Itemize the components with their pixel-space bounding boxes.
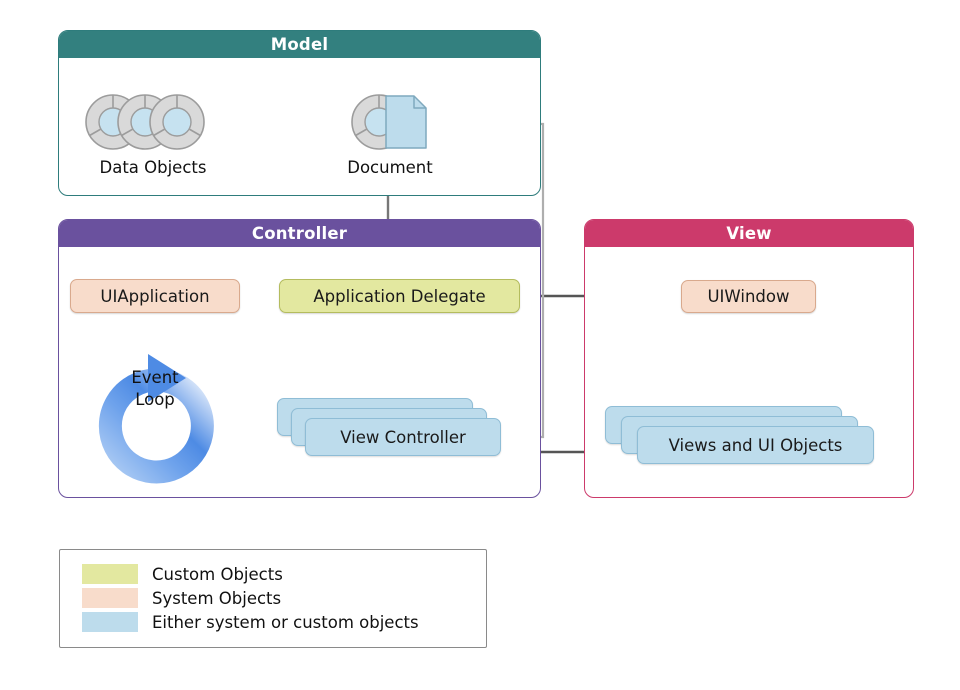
legend-label-system: System Objects — [152, 588, 282, 608]
group-controller: Controller — [58, 219, 541, 498]
legend-swatch-system — [82, 588, 138, 608]
legend-rows: Custom Objects System Objects Either sys… — [60, 550, 486, 634]
legend-item-custom: Custom Objects — [82, 562, 486, 586]
node-application-delegate-label: Application Delegate — [313, 286, 486, 306]
legend-label-custom: Custom Objects — [152, 564, 283, 584]
legend-item-system: System Objects — [82, 586, 486, 610]
node-uiwindow-label: UIWindow — [707, 287, 790, 306]
node-views-and-ui-objects[interactable]: Views and UI Objects — [637, 426, 874, 464]
legend-swatch-custom — [82, 564, 138, 584]
legend-item-either: Either system or custom objects — [82, 610, 486, 634]
label-document: Document — [347, 158, 433, 177]
node-views-and-ui-objects-label: Views and UI Objects — [668, 435, 843, 455]
group-model-title: Model — [59, 31, 540, 58]
legend-label-either: Either system or custom objects — [152, 612, 419, 632]
legend-swatch-either — [82, 612, 138, 632]
node-view-controller-stack[interactable]: View Controller — [277, 398, 520, 456]
node-uiapplication-label: UIApplication — [100, 286, 210, 306]
label-event-loop-line1: Event — [131, 368, 179, 387]
node-uiapplication[interactable]: UIApplication — [70, 279, 240, 313]
node-views-and-ui-objects-stack[interactable]: Views and UI Objects — [605, 406, 890, 464]
legend: Custom Objects System Objects Either sys… — [59, 549, 487, 648]
node-application-delegate[interactable]: Application Delegate — [279, 279, 520, 313]
node-view-controller-label: View Controller — [340, 427, 466, 447]
label-event-loop-line2: Loop — [135, 390, 175, 409]
node-view-controller[interactable]: View Controller — [305, 418, 501, 456]
label-event-loop: Event Loop — [110, 367, 200, 411]
group-controller-title: Controller — [59, 220, 540, 247]
label-data-objects: Data Objects — [99, 158, 207, 177]
node-uiwindow[interactable]: UIWindow — [681, 280, 816, 313]
group-view-title: View — [585, 220, 913, 247]
